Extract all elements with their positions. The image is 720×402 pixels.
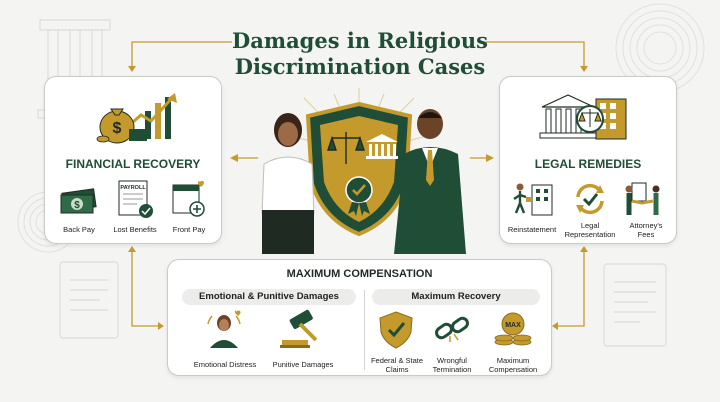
max-badge-text: MAX xyxy=(505,322,521,329)
svg-text:$: $ xyxy=(74,200,80,211)
center-illustration xyxy=(261,88,466,254)
maximum-compensation-label: Maximum Compensation xyxy=(488,356,538,374)
financial-item-front-pay: Front Pay xyxy=(172,225,206,234)
gavel-icon xyxy=(280,309,318,348)
punitive-damages-label: Punitive Damages xyxy=(272,360,334,369)
financial-item-back-pay: Back Pay xyxy=(63,225,95,234)
financial-recovery-card: $ FINANCIAL RECOVERY $ PAYROLL Back Pay … xyxy=(44,76,222,244)
emotional-distress-label: Emotional Distress xyxy=(193,360,257,369)
wrongful-termination-label: Wrongful Termination xyxy=(432,356,472,374)
payroll-text: PAYROLL xyxy=(120,185,146,191)
broken-chain-icon xyxy=(435,316,469,342)
legal-item-attorneys-fees: Attorney's Fees xyxy=(629,221,663,239)
page-title: Damages in Religious Discrimination Case… xyxy=(200,28,520,80)
financial-item-lost-benefits: Lost Benefits xyxy=(113,225,157,234)
legal-item-reinstatement: Reinstatement xyxy=(507,225,557,234)
distressed-person-icon xyxy=(207,310,241,348)
emotional-punitive-heading: Emotional & Punitive Damages xyxy=(182,289,356,305)
woman-figure-icon xyxy=(261,113,315,254)
courthouse-icon xyxy=(366,134,398,159)
title-line-2: Discrimination Cases xyxy=(234,54,486,79)
title-line-1: Damages in Religious xyxy=(232,28,488,53)
courthouse-scales-icon xyxy=(539,94,627,140)
financial-recovery-title: FINANCIAL RECOVERY xyxy=(65,157,201,171)
person-returning-to-building-icon xyxy=(513,183,553,216)
legal-remedies-card: LEGAL REMEDIES Reinstatement Legal Repre… xyxy=(499,76,677,244)
group-divider xyxy=(364,290,365,370)
check-cycle-icon xyxy=(576,183,604,215)
federal-state-claims-label: Federal & State Claims xyxy=(370,356,424,374)
shield-scales-icon xyxy=(305,101,413,237)
maximum-recovery-heading: Maximum Recovery xyxy=(372,289,540,305)
money-stack-icon: $ xyxy=(60,188,97,214)
legal-remedies-title: LEGAL REMEDIES xyxy=(534,157,642,171)
payroll-document-icon: PAYROLL xyxy=(118,180,153,218)
shield-check-icon xyxy=(379,311,413,349)
money-bag-growth-chart-icon: $ xyxy=(96,93,177,144)
award-seal-icon xyxy=(345,176,373,216)
maximum-compensation-card: MAXIMUM COMPENSATION Emotional & Punitiv… xyxy=(167,259,552,376)
handshake-icon xyxy=(625,182,660,215)
svg-text:$: $ xyxy=(113,120,122,137)
calendar-health-icon xyxy=(172,180,205,217)
coin-stack-max-icon: MAX xyxy=(494,312,532,346)
man-figure-icon xyxy=(394,109,466,254)
maximum-compensation-title: MAXIMUM COMPENSATION xyxy=(286,268,433,280)
legal-item-representation: Legal Representation xyxy=(564,221,616,239)
